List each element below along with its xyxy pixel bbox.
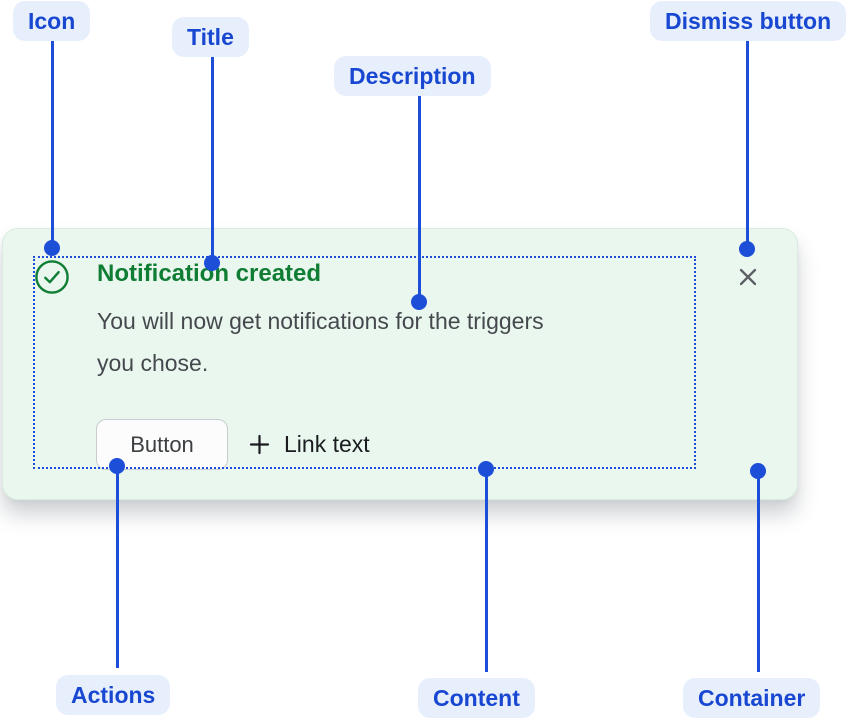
icon-connector-line	[50, 41, 54, 248]
content-connector-line	[484, 469, 488, 672]
title-endpoint-dot	[204, 255, 220, 271]
callout-label-title: Title	[172, 17, 249, 57]
container-endpoint-dot	[750, 463, 766, 479]
action-button-label: Button	[130, 431, 194, 457]
notification-description: You will now get notifications for the t…	[97, 300, 707, 384]
container-connector-line	[756, 471, 760, 672]
description-line-2: you chose.	[97, 350, 209, 376]
dismiss-endpoint-dot	[739, 241, 755, 257]
title-connector-line	[210, 57, 214, 263]
action-link-label: Link text	[284, 431, 370, 457]
actions-connector-line	[115, 466, 119, 668]
content-endpoint-dot	[478, 461, 494, 477]
dismiss-button[interactable]	[733, 262, 763, 292]
callout-label-dismiss-button: Dismiss button	[650, 1, 847, 41]
plus-icon	[248, 433, 271, 456]
description-endpoint-dot	[411, 294, 427, 310]
description-line-1: You will now get notifications for the t…	[97, 308, 544, 334]
callout-label-content: Content	[418, 678, 535, 718]
dismiss-connector-line	[745, 41, 749, 249]
callout-label-icon: Icon	[13, 1, 91, 41]
close-icon	[736, 265, 760, 289]
callout-label-description: Description	[334, 56, 491, 96]
icon-endpoint-dot	[44, 240, 60, 256]
check-circle-icon	[34, 259, 70, 300]
actions-endpoint-dot	[109, 458, 125, 474]
description-connector-line	[417, 96, 421, 302]
callout-label-container: Container	[683, 678, 821, 718]
callout-label-actions: Actions	[56, 675, 171, 715]
content-outline	[33, 256, 696, 469]
action-link[interactable]: Link text	[248, 419, 370, 470]
